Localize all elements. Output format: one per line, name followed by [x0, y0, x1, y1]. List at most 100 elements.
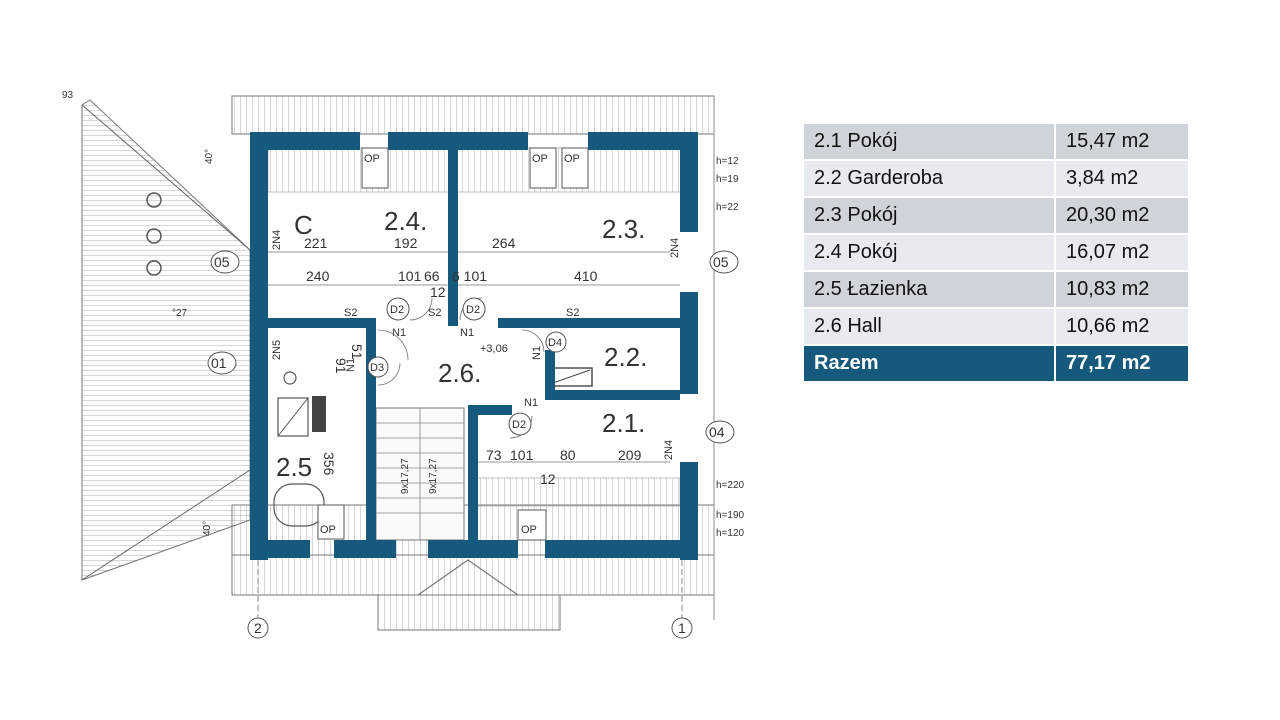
vent-icon — [146, 192, 162, 208]
door-marker: D2 — [508, 412, 532, 436]
wall-code: N1 — [524, 397, 538, 409]
svg-text:OP: OP — [564, 153, 580, 165]
wall-code: S2 — [344, 307, 357, 319]
dimension-label: 51 — [349, 344, 365, 360]
table-row: 2.5 Łazienka 10,83 m2 — [804, 272, 1188, 307]
room-label-2-1: 2.1. — [602, 408, 645, 438]
room-label-c: C — [294, 210, 313, 240]
room-label-2-5: 2.5 — [276, 452, 312, 482]
room-area: 10,66 m2 — [1056, 309, 1188, 344]
table-row: 2.3 Pokój 20,30 m2 — [804, 198, 1188, 233]
floor-plan: OP OP OP OP OP 05 05 01 04 2 1 — [62, 90, 745, 639]
svg-text:D2: D2 — [390, 304, 404, 316]
axis-marker-05-right: 05 — [709, 250, 739, 274]
elevation-label: +3,06 — [480, 343, 508, 355]
height-label: h=12 — [716, 156, 739, 167]
wall-code: S2 — [428, 307, 441, 319]
stair-label: 9x17,27 — [428, 458, 439, 494]
height-label: h=190 — [716, 510, 745, 521]
slope-label: 40° — [204, 149, 215, 164]
room-label-2-2: 2.2. — [604, 342, 647, 372]
area-table: 2.1 Pokój 15,47 m2 2.2 Garderoba 3,84 m2… — [802, 122, 1190, 383]
vent-icon — [146, 228, 162, 244]
svg-text:D2: D2 — [512, 419, 526, 431]
svg-text:04: 04 — [709, 424, 725, 440]
wall-code: 2N4 — [663, 440, 675, 460]
svg-text:OP: OP — [532, 153, 548, 165]
svg-text:2: 2 — [254, 620, 262, 636]
room-label-2-3: 2.3. — [602, 214, 645, 244]
axis-marker-2: 2 — [247, 617, 269, 639]
door-swing — [377, 329, 409, 361]
edge-label: 93 — [62, 90, 74, 101]
total-label: Razem — [804, 346, 1054, 381]
room-area: 10,83 m2 — [1056, 272, 1188, 307]
table-row: 2.4 Pokój 16,07 m2 — [804, 235, 1188, 270]
axis-marker-1: 1 — [671, 617, 693, 639]
svg-text:OP: OP — [320, 524, 336, 536]
shower-diagonal — [277, 397, 309, 437]
wall-code: 2N4 — [669, 238, 681, 258]
dimension-label: 73 — [486, 447, 502, 463]
roof-top-strip — [231, 95, 715, 135]
total-area: 77,17 m2 — [1056, 346, 1188, 381]
wall-code: S2 — [566, 307, 579, 319]
walls — [250, 132, 698, 560]
room-name: 2.3 Pokój — [804, 198, 1054, 233]
wall-code: N1 — [531, 346, 543, 360]
axis-marker-05-left: 05 — [210, 250, 240, 274]
dimension-label: 356 — [321, 452, 337, 476]
dimension-label: 240 — [306, 268, 330, 284]
dimension-label: 192 — [394, 235, 418, 251]
room-area: 16,07 m2 — [1056, 235, 1188, 270]
ridge-line-bottom — [81, 469, 251, 581]
door-marker: D2 — [386, 297, 410, 321]
svg-text:1: 1 — [678, 620, 686, 636]
door-swing — [377, 362, 401, 386]
cabinet — [312, 396, 326, 432]
canopy-gable — [417, 559, 519, 596]
door-marker: D2 — [462, 297, 486, 321]
slope-label: 40° — [202, 521, 213, 536]
ridge-line-left — [81, 104, 251, 251]
door-swing — [521, 329, 545, 353]
svg-text:D2: D2 — [466, 304, 480, 316]
svg-text:D3: D3 — [370, 362, 384, 374]
axis-marker-01: 01 — [207, 351, 237, 375]
roof-window: OP — [529, 147, 557, 189]
total-row: Razem 77,17 m2 — [804, 346, 1188, 381]
axis-marker-04: 04 — [705, 420, 735, 444]
room-label-2-6: 2.6. — [438, 358, 481, 388]
room-area: 3,84 m2 — [1056, 161, 1188, 196]
wall-code: N1 — [392, 327, 406, 339]
door-marker: D3 — [367, 356, 389, 378]
wall-code: N1 — [345, 358, 357, 372]
dimension-label: 12 — [430, 284, 446, 300]
roof-window: OP — [517, 509, 547, 541]
door-swing — [409, 297, 433, 321]
room-name: 2.4 Pokój — [804, 235, 1054, 270]
table-row: 2.2 Garderoba 3,84 m2 — [804, 161, 1188, 196]
shower-tray — [277, 397, 309, 437]
dimension-label: 91 — [333, 358, 349, 374]
room-name: 2.2 Garderoba — [804, 161, 1054, 196]
height-label: h=22 — [716, 202, 739, 213]
dimension-label: 6 101 — [452, 268, 487, 284]
svg-text:D4: D4 — [548, 337, 562, 349]
stair-label: 9x17,27 — [400, 458, 411, 494]
room-name: 2.1 Pokój — [804, 124, 1054, 159]
room-name: 2.5 Łazienka — [804, 272, 1054, 307]
dimension-label: 264 — [492, 235, 516, 251]
roof-window: OP — [317, 504, 345, 540]
roof-left-slope — [81, 99, 251, 581]
roof-bottom-eave — [231, 554, 715, 596]
wall-code: 2N4 — [271, 230, 283, 250]
wall-code: N1 — [460, 327, 474, 339]
roof-window: OP — [361, 147, 389, 189]
svg-text:05: 05 — [214, 254, 230, 270]
svg-text:OP: OP — [521, 524, 537, 536]
svg-text:OP: OP — [364, 153, 380, 165]
height-label: h=19 — [716, 174, 739, 185]
room-name: 2.6 Hall — [804, 309, 1054, 344]
dimension-label: 80 — [560, 447, 576, 463]
